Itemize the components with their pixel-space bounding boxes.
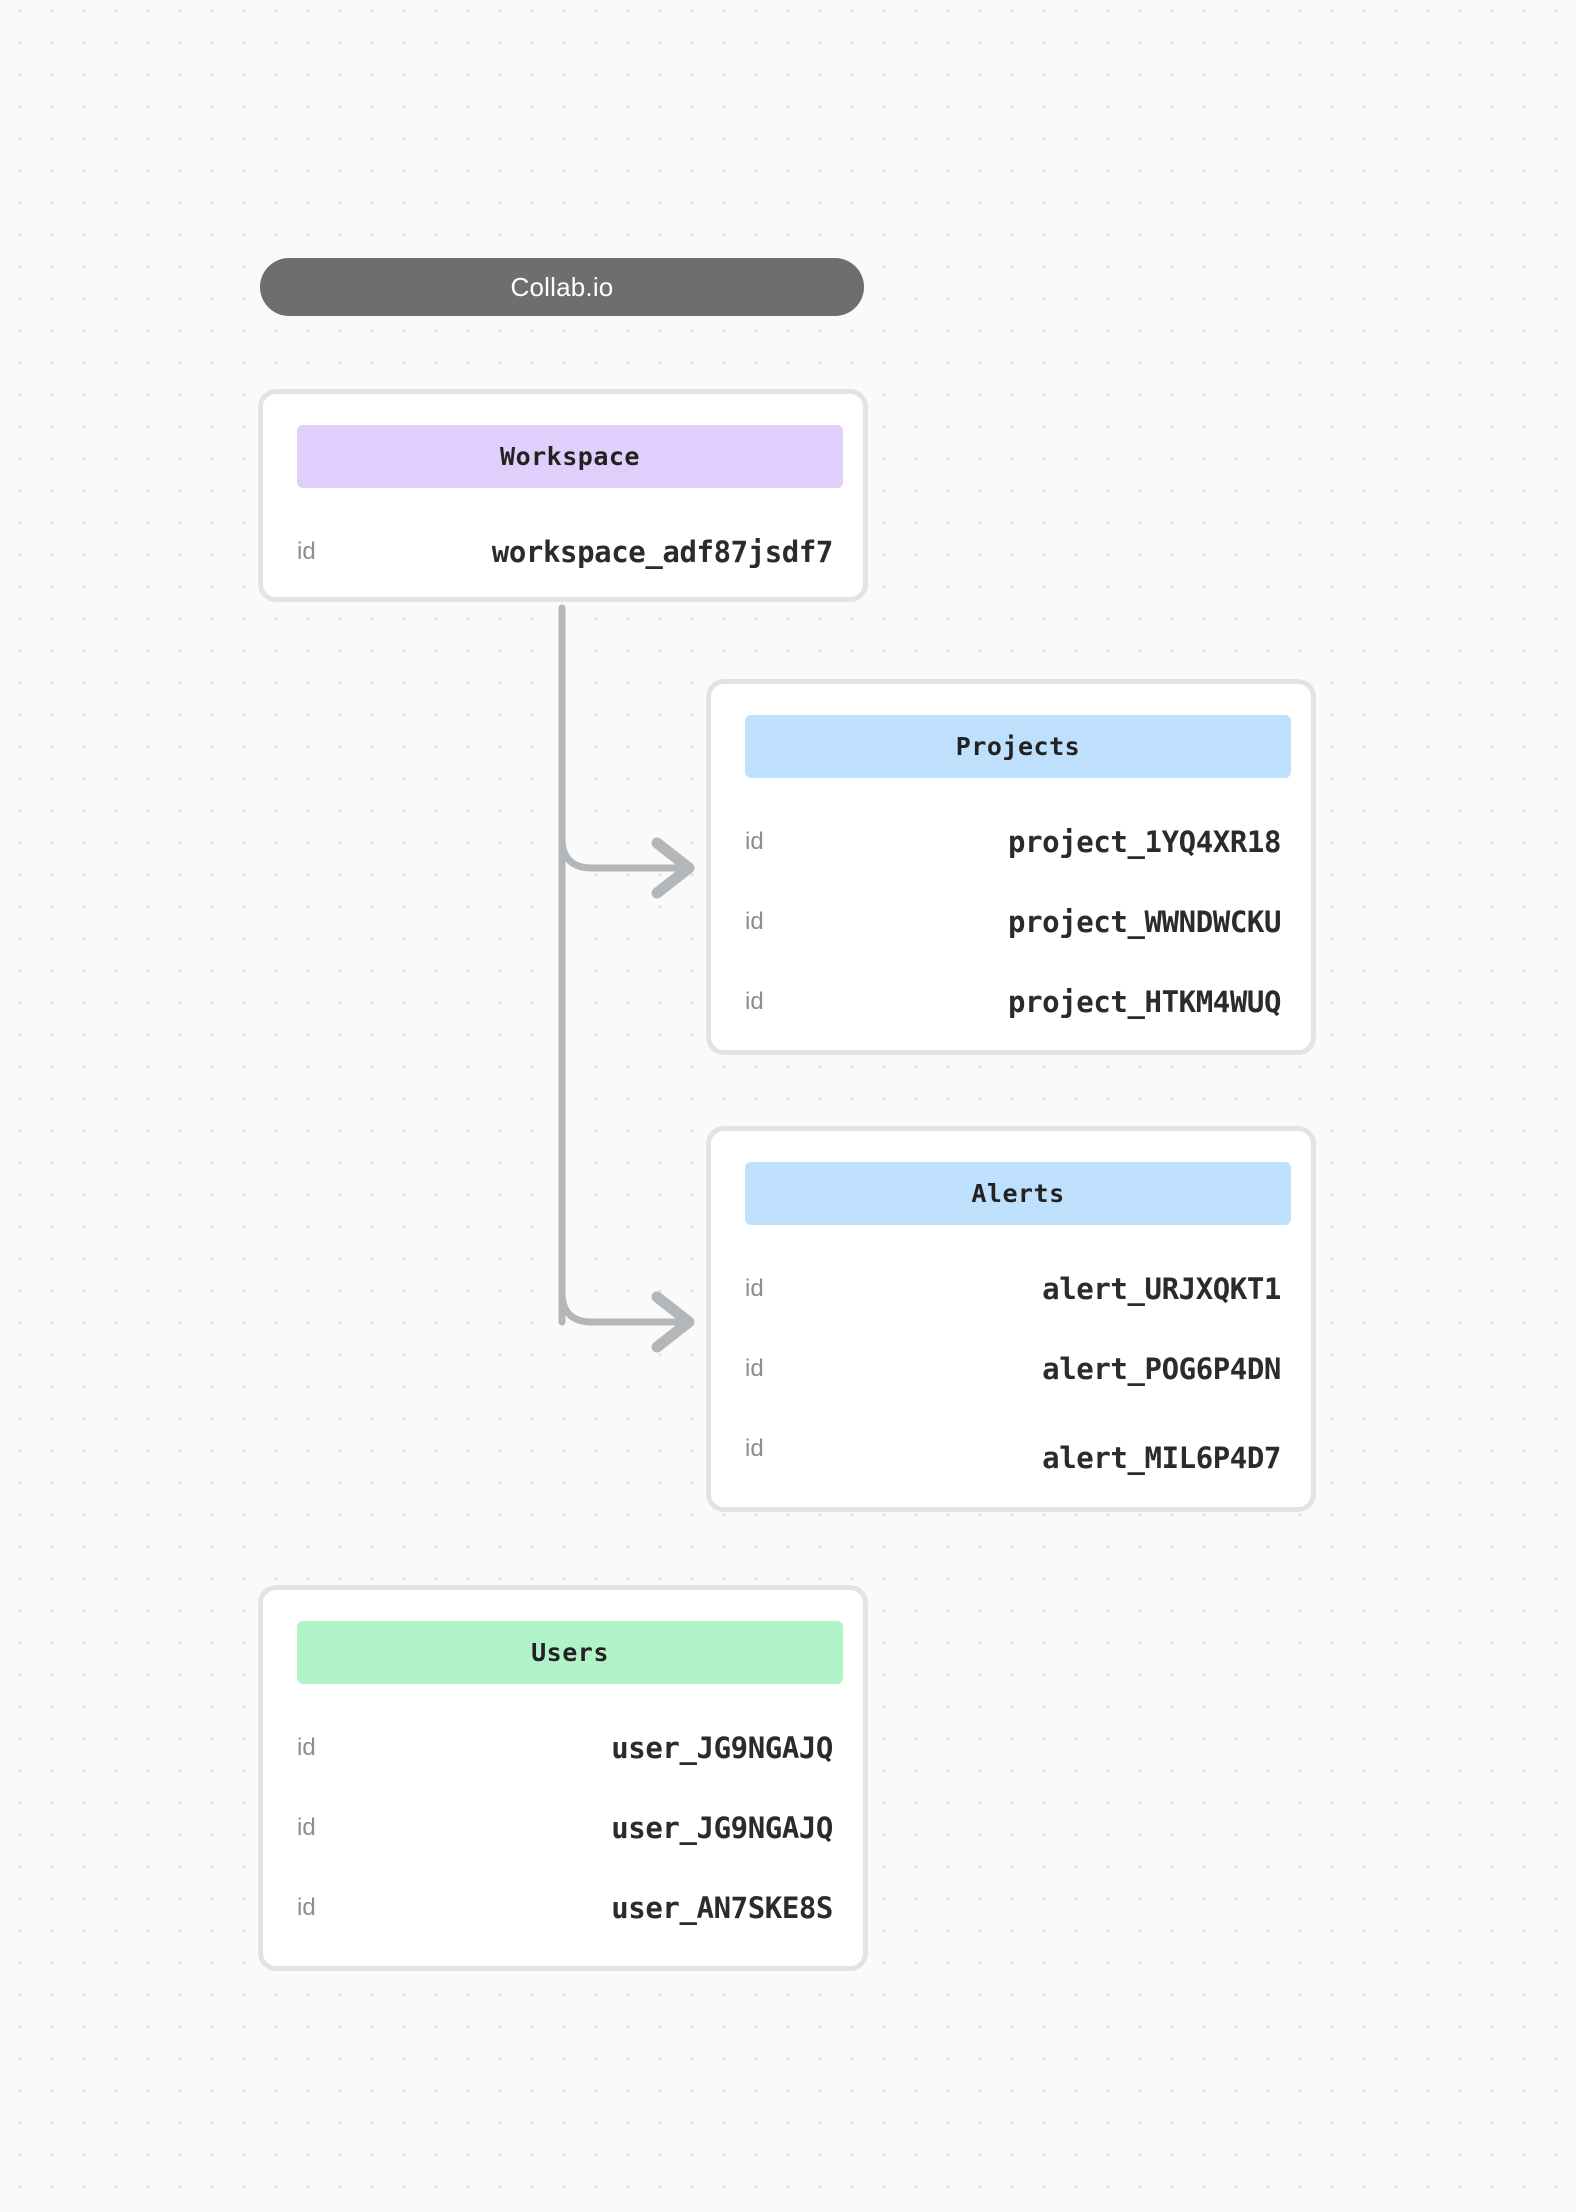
table-row[interactable]: id alert_URJXQKT1 — [711, 1249, 1311, 1329]
table-row[interactable]: id project_WWNDWCKU — [711, 882, 1311, 962]
table-row[interactable]: id user_JG9NGAJQ — [263, 1788, 863, 1868]
card-rows-projects: id project_1YQ4XR18 id project_WWNDWCKU … — [711, 802, 1311, 1042]
table-row[interactable]: id project_HTKM4WUQ — [711, 962, 1311, 1042]
row-key: id — [297, 1734, 316, 1761]
table-row[interactable]: id workspace_adf87jsdf7 — [263, 512, 863, 592]
row-value: user_AN7SKE8S — [611, 1891, 833, 1925]
entity-card-alerts[interactable]: Alerts id alert_URJXQKT1 id alert_POG6P4… — [706, 1126, 1316, 1512]
card-title-workspace: Workspace — [297, 425, 843, 488]
row-value: workspace_adf87jsdf7 — [491, 535, 834, 569]
row-key: id — [297, 1894, 316, 1921]
entity-card-workspace[interactable]: Workspace id workspace_adf87jsdf7 — [258, 389, 868, 602]
card-rows-alerts: id alert_URJXQKT1 id alert_POG6P4DN id a… — [711, 1249, 1311, 1489]
entity-card-users[interactable]: Users id user_JG9NGAJQ id user_JG9NGAJQ … — [258, 1585, 868, 1971]
card-title-projects: Projects — [745, 715, 1291, 778]
table-row[interactable]: id user_AN7SKE8S — [263, 1868, 863, 1948]
table-row[interactable]: id user_JG9NGAJQ — [263, 1708, 863, 1788]
entity-card-projects[interactable]: Projects id project_1YQ4XR18 id project_… — [706, 679, 1316, 1055]
row-key: id — [745, 828, 764, 855]
table-row[interactable]: id project_1YQ4XR18 — [711, 802, 1311, 882]
row-value: project_HTKM4WUQ — [1008, 985, 1281, 1019]
row-key: id — [745, 1275, 764, 1302]
row-key: id — [745, 908, 764, 935]
app-title-label: Collab.io — [510, 271, 614, 302]
app-title-pill: Collab.io — [260, 258, 864, 316]
row-value: alert_MIL6P4D7 — [1042, 1441, 1281, 1475]
row-key: id — [297, 1814, 316, 1841]
table-row[interactable]: id alert_POG6P4DN — [711, 1329, 1311, 1409]
card-title-users: Users — [297, 1621, 843, 1684]
row-value: alert_POG6P4DN — [1042, 1352, 1281, 1386]
row-key: id — [297, 538, 316, 565]
row-value: project_1YQ4XR18 — [1008, 825, 1281, 859]
row-key: id — [745, 1435, 764, 1462]
row-value: project_WWNDWCKU — [1008, 905, 1281, 939]
row-value: user_JG9NGAJQ — [611, 1811, 833, 1845]
card-rows-workspace: id workspace_adf87jsdf7 — [263, 512, 863, 592]
row-key: id — [745, 1355, 764, 1382]
row-key: id — [745, 988, 764, 1015]
row-value: alert_URJXQKT1 — [1042, 1272, 1281, 1306]
card-rows-users: id user_JG9NGAJQ id user_JG9NGAJQ id use… — [263, 1708, 863, 1948]
table-row[interactable]: id alert_MIL6P4D7 — [711, 1409, 1311, 1489]
card-title-alerts: Alerts — [745, 1162, 1291, 1225]
row-value: user_JG9NGAJQ — [611, 1731, 833, 1765]
